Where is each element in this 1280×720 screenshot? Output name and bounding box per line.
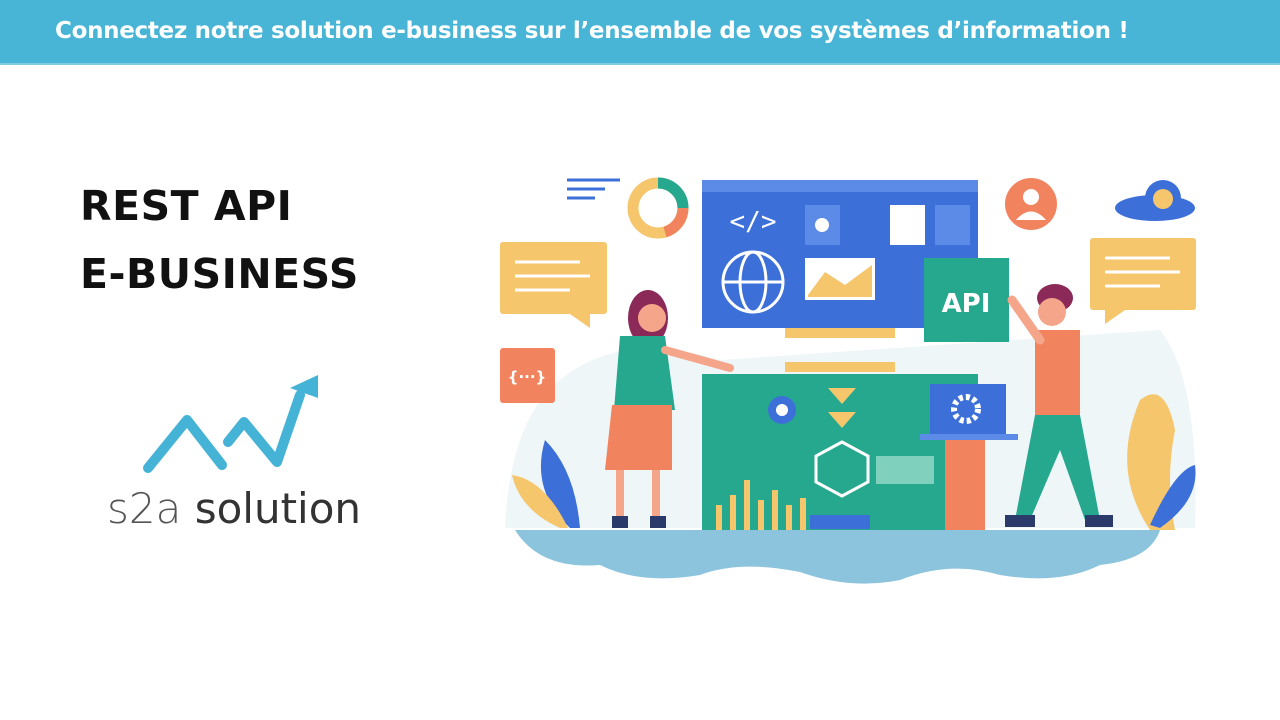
logo-text: s2a solution (107, 484, 361, 533)
gear-icon (951, 394, 981, 424)
ground-wave (515, 530, 1160, 584)
api-card (924, 258, 1009, 342)
cube-icon (814, 440, 870, 498)
json-label: {···} (508, 368, 546, 386)
headline-line-1: REST API (80, 182, 293, 230)
lines-icon (567, 178, 620, 200)
chat-bubble-left-icon (500, 242, 607, 328)
banner-text: Connectez notre solution e-business sur … (55, 18, 1129, 44)
cloud-icon (1115, 180, 1195, 221)
json-icon (500, 348, 555, 403)
headline-line-2: E-BUSINESS (80, 250, 359, 298)
man-figure (1005, 284, 1113, 527)
logo-arrow-icon (143, 375, 318, 473)
logo-text-solution: solution (194, 484, 362, 533)
api-illustration: {···} </> API (500, 177, 1196, 584)
top-banner: Connectez notre solution e-business sur … (0, 0, 1280, 65)
logo-text-s2a: s2a (107, 484, 182, 533)
chat-bubble-right-icon (1090, 238, 1196, 324)
woman-figure (605, 290, 734, 528)
code-label: </> (730, 207, 777, 237)
laptop-icon (930, 384, 1006, 434)
plant-left (540, 440, 580, 528)
plant-right (1127, 394, 1175, 530)
api-label: API (942, 289, 991, 319)
